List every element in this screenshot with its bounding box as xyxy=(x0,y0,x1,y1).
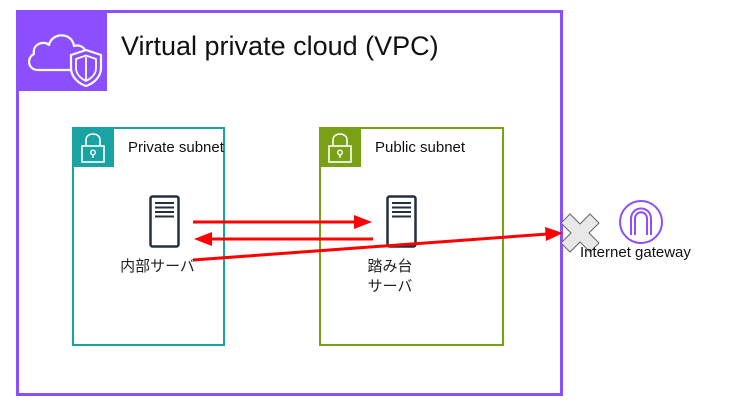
vpc-title: Virtual private cloud (VPC) xyxy=(121,31,439,61)
public-subnet-badge xyxy=(319,127,361,167)
arrow-private-to-igw-blocked xyxy=(192,227,563,262)
private-subnet xyxy=(72,127,225,346)
padlock-icon xyxy=(328,133,352,163)
vpc-badge xyxy=(16,10,107,91)
x-cross-icon xyxy=(560,213,600,253)
public-subnet-title: Public subnet xyxy=(375,139,466,156)
internet-gateway-label: Internet gateway xyxy=(580,244,691,261)
vpc-container xyxy=(16,10,563,396)
padlock-icon xyxy=(81,133,105,163)
server-icon xyxy=(386,195,417,248)
server-icon xyxy=(149,195,180,248)
internet-gateway-icon xyxy=(619,200,663,244)
bastion-server-label: 踏み台 サーバ xyxy=(355,257,425,297)
bastion-server-label-line1: 踏み台 xyxy=(367,258,413,275)
bastion-server-label-line2: サーバ xyxy=(367,278,413,295)
private-subnet-badge xyxy=(72,127,114,167)
private-subnet-title: Private subnet xyxy=(128,139,224,156)
cloud-shield-icon xyxy=(28,34,103,88)
arrow-private-to-public xyxy=(193,215,372,229)
internal-server-label: 内部サーバ xyxy=(120,258,195,275)
arrow-public-to-private xyxy=(194,232,373,246)
